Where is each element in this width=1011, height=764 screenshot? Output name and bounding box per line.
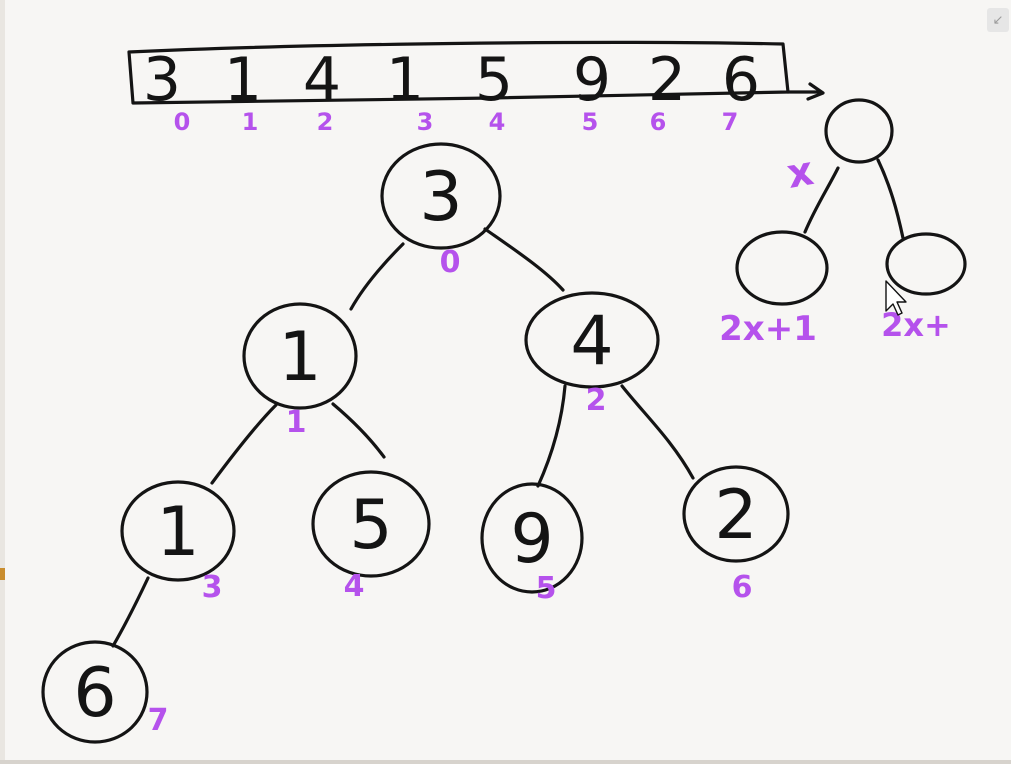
tree-node: 30 xyxy=(380,142,502,280)
tree-node-circle xyxy=(380,142,502,250)
tree-node-value: 2 xyxy=(714,476,757,555)
array-indices: 0 1 2 3 4 5 6 7 xyxy=(174,108,739,136)
formula-left-edge xyxy=(803,166,840,234)
formula-parent-label: x xyxy=(783,148,817,198)
tree-node-circle xyxy=(480,482,584,594)
tree-node-circle xyxy=(682,465,790,563)
formula-tree: x 2x+1 2x+ xyxy=(719,98,967,349)
formula-right-edge xyxy=(876,158,905,240)
array-index: 6 xyxy=(650,108,667,136)
tree-node-circle xyxy=(242,302,358,410)
tree-node-value: 1 xyxy=(278,318,321,397)
formula-right-label: 2x+ xyxy=(881,306,951,344)
array-index: 0 xyxy=(174,108,191,136)
array-frame xyxy=(127,40,825,105)
array-value: 9 xyxy=(573,45,611,115)
tree-node-circle xyxy=(41,640,149,744)
tree-edge xyxy=(349,242,405,311)
tree-edge xyxy=(620,384,695,480)
window-bottom-edge xyxy=(0,760,1011,764)
tree-node-value: 3 xyxy=(419,158,462,237)
tree-node-index: 2 xyxy=(586,383,607,418)
tree-node-index: 3 xyxy=(202,570,223,605)
formula-right-child-node xyxy=(885,232,967,296)
array-index: 2 xyxy=(317,108,334,136)
array-index: 3 xyxy=(417,108,434,136)
array-index: 5 xyxy=(582,108,599,136)
array-value: 3 xyxy=(143,45,181,115)
array-value: 4 xyxy=(303,45,341,115)
tree-edge xyxy=(483,227,565,292)
tree-node-circle xyxy=(311,470,431,578)
tree-node: 26 xyxy=(682,465,790,605)
tree-edge xyxy=(331,402,386,459)
tree-node-value: 9 xyxy=(510,500,553,579)
window-edge-marker xyxy=(0,568,5,580)
tree-edge xyxy=(111,576,150,648)
tree-edge xyxy=(536,384,567,488)
array-value: 1 xyxy=(224,45,262,115)
tree-node-value: 1 xyxy=(156,493,199,572)
tree-edge xyxy=(210,403,278,485)
tree-node-value: 6 xyxy=(73,654,116,733)
array-value: 5 xyxy=(475,45,513,115)
window-edge xyxy=(0,0,5,764)
tree-node: 54 xyxy=(311,470,431,604)
formula-left-label: 2x+1 xyxy=(719,309,817,349)
exit-fullscreen-icon[interactable]: ↙ xyxy=(987,8,1009,32)
formula-parent-node xyxy=(824,98,894,164)
tree-node: 13 xyxy=(120,480,236,605)
tree-node-circle xyxy=(524,291,660,389)
tree-node-index: 6 xyxy=(732,570,753,605)
tree-edges xyxy=(111,227,695,648)
tree-node-index: 0 xyxy=(440,245,461,280)
tree-node-index: 7 xyxy=(148,703,169,738)
tree-node: 11 xyxy=(242,302,358,440)
tree-node: 95 xyxy=(480,482,584,606)
mouse-pointer-icon xyxy=(885,280,907,316)
array-value: 6 xyxy=(722,45,760,115)
array-index: 7 xyxy=(722,108,739,136)
formula-left-child-node xyxy=(735,230,829,306)
array-index: 4 xyxy=(489,108,506,136)
tree-node-value: 5 xyxy=(349,486,392,565)
array-value: 2 xyxy=(648,45,686,115)
tree-node-value: 4 xyxy=(570,302,613,381)
tree-node-index: 1 xyxy=(286,405,307,440)
tree-node: 42 xyxy=(524,291,660,418)
array-index: 1 xyxy=(242,108,259,136)
tree-node-index: 4 xyxy=(344,569,365,604)
array-value: 1 xyxy=(386,45,424,115)
tree-node-circle xyxy=(120,480,236,582)
tree-node-index: 5 xyxy=(536,571,557,606)
